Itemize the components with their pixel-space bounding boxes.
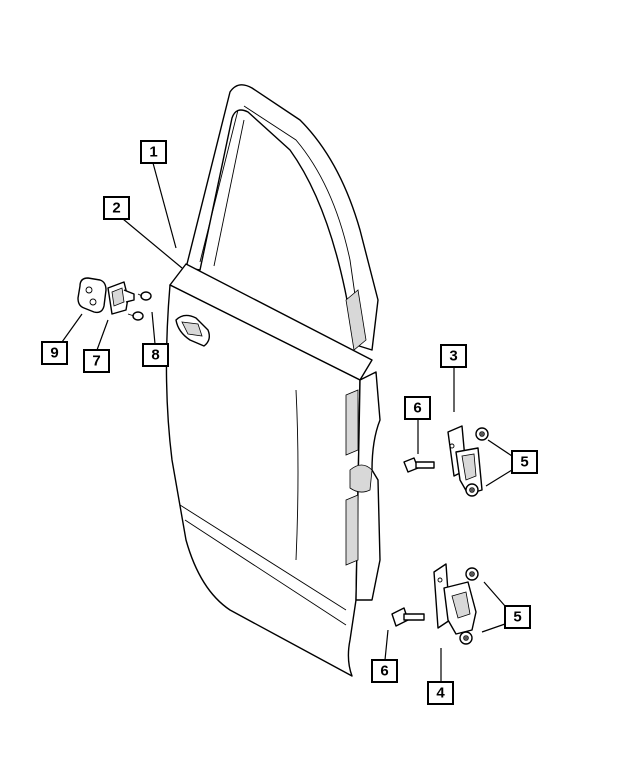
- callout-label: 6: [413, 400, 421, 417]
- callout-2: 2: [103, 196, 130, 220]
- upper-hinge-nuts: [465, 427, 489, 497]
- callout-6-upper: 6: [404, 396, 431, 420]
- striker-shim: [77, 277, 107, 314]
- callout-label: 7: [92, 353, 100, 370]
- callout-9: 9: [41, 341, 68, 365]
- callout-label: 8: [151, 347, 159, 364]
- callout-label: 5: [513, 609, 521, 626]
- door-shell: [165, 84, 381, 677]
- callout-7: 7: [83, 349, 110, 373]
- leader-lines: [61, 162, 513, 682]
- upper-hinge-bolt: [403, 457, 435, 473]
- callout-label: 5: [520, 454, 528, 471]
- callout-label: 3: [449, 348, 457, 365]
- callout-8: 8: [142, 343, 169, 367]
- lower-hinge: [433, 563, 477, 635]
- callout-label: 9: [50, 345, 58, 362]
- callout-3: 3: [440, 344, 467, 368]
- callout-5-upper: 5: [511, 450, 538, 474]
- callout-label: 6: [380, 663, 388, 680]
- lower-hinge-nuts: [459, 567, 479, 645]
- lower-hinge-bolt: [391, 607, 425, 627]
- callout-5-lower: 5: [504, 605, 531, 629]
- callout-6-lower: 6: [371, 659, 398, 683]
- callout-label: 2: [112, 200, 120, 217]
- callout-4: 4: [427, 681, 454, 705]
- striker: [107, 281, 135, 315]
- upper-hinge: [447, 425, 483, 495]
- callout-1: 1: [140, 140, 167, 164]
- door-handle: [175, 314, 211, 347]
- callout-label: 1: [149, 144, 157, 161]
- striker-screws: [127, 291, 152, 321]
- callout-label: 4: [436, 685, 445, 702]
